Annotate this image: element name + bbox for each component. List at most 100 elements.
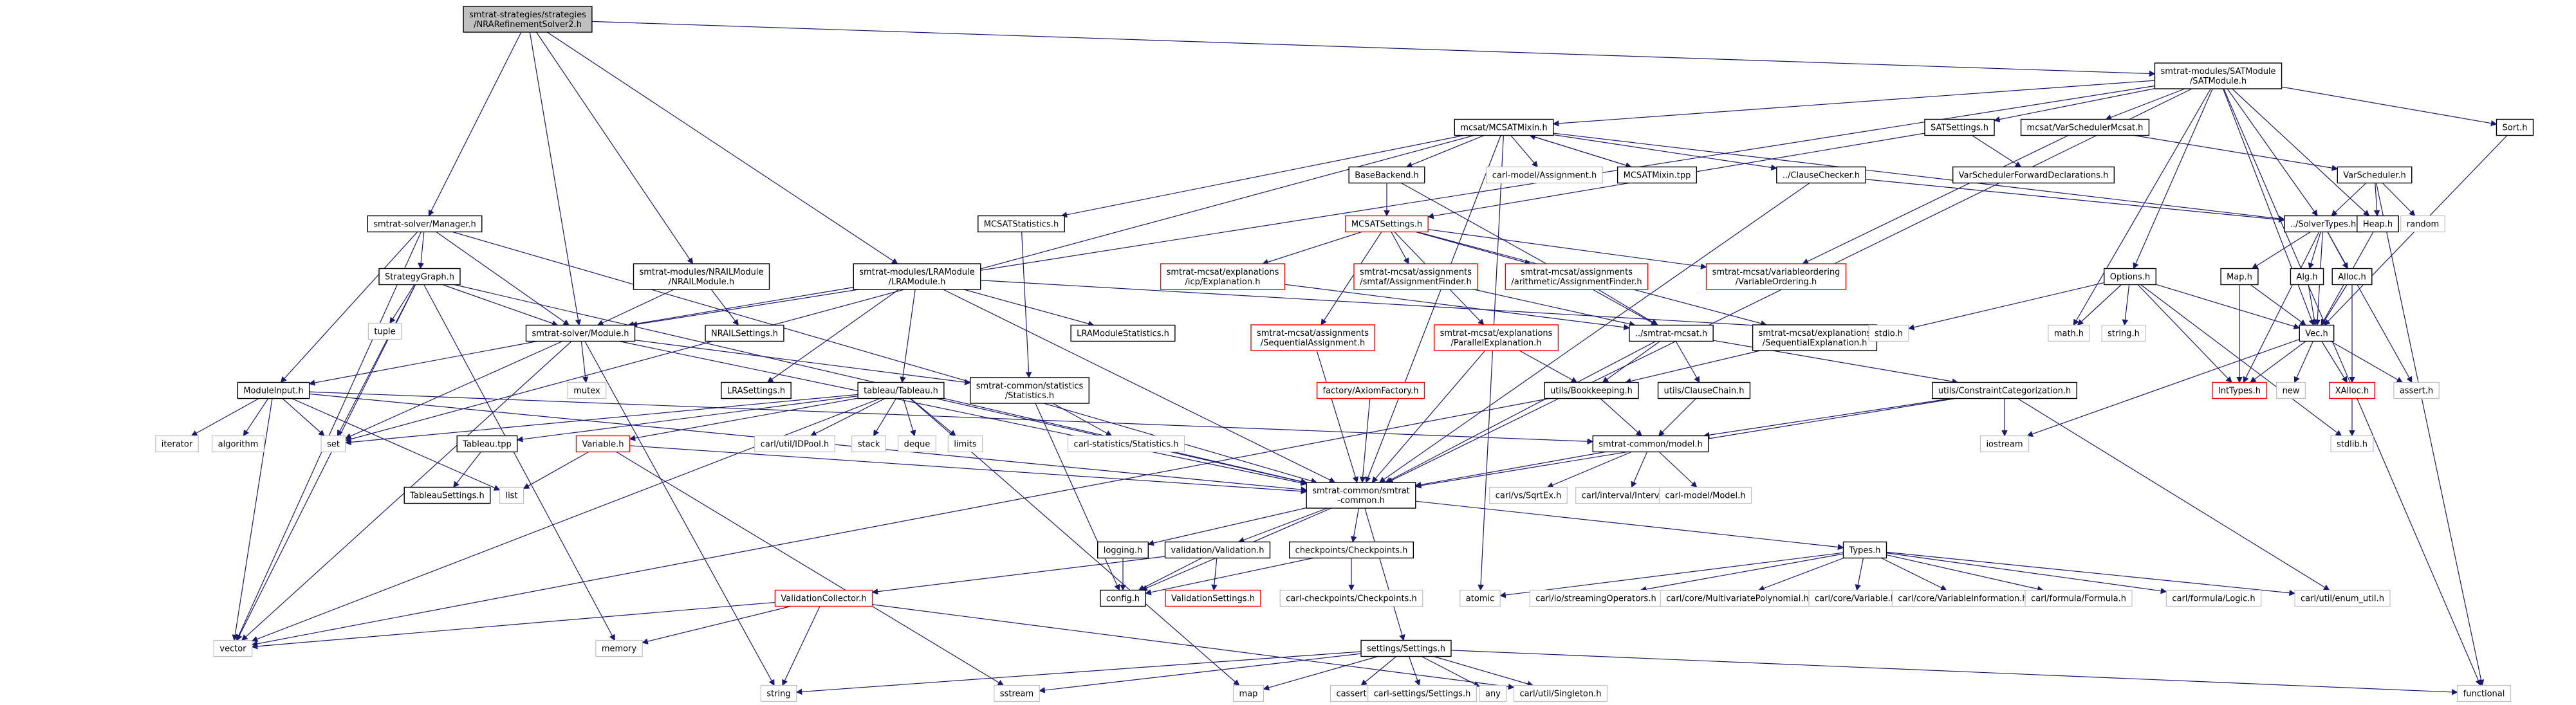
node-memory[interactable]: memory [595, 639, 643, 657]
node-IntTypes[interactable]: IntTypes.h [2212, 381, 2267, 399]
node-ClauseChecker[interactable]: ../ClauseChecker.h [1776, 166, 1866, 184]
node-MapH[interactable]: Map.h [2220, 268, 2259, 286]
node-iostream[interactable]: iostream [1979, 435, 2030, 453]
node-MCSATSettings[interactable]: MCSATSettings.h [1345, 215, 1429, 233]
node-algorithm[interactable]: algorithm [212, 435, 264, 453]
node-functional[interactable]: functional [2457, 684, 2511, 702]
node-modelH[interactable]: smtrat-common/model.h [1592, 435, 1709, 453]
node-carlStatistics[interactable]: carl-statistics/Statistics.h [1067, 435, 1185, 453]
node-LRAModuleStatistics[interactable]: LRAModuleStatistics.h [1070, 324, 1176, 342]
node-LRASettings[interactable]: LRASettings.h [721, 381, 792, 399]
node-SATModule[interactable]: smtrat-modules/SATModule/SATModule.h [2154, 62, 2283, 89]
node-SATSettings[interactable]: SATSettings.h [1924, 118, 1995, 136]
node-math[interactable]: math.h [2048, 324, 2090, 342]
node-map[interactable]: map [1232, 684, 1265, 702]
node-root[interactable]: smtrat-strategies/strategies/NRARefineme… [463, 6, 593, 33]
node-carlModelAssignment[interactable]: carl-model/Assignment.h [1486, 166, 1603, 184]
node-ClauseChain[interactable]: utils/ClauseChain.h [1657, 381, 1751, 399]
node-StrategyGraph[interactable]: StrategyGraph.h [378, 268, 461, 286]
node-list[interactable]: list [499, 486, 524, 504]
node-MultiPoly[interactable]: carl/core/MultivariatePolynomial.h [1660, 589, 1815, 607]
node-ModuleInput[interactable]: ModuleInput.h [237, 381, 310, 399]
node-Bookkeeping[interactable]: utils/Bookkeeping.h [1544, 381, 1639, 399]
node-enumUtil[interactable]: carl/util/enum_util.h [2294, 589, 2391, 607]
node-carlSettings[interactable]: carl-settings/Settings.h [1367, 684, 1477, 702]
node-random[interactable]: random [2400, 215, 2445, 233]
node-ValidationCollector[interactable]: ValidationCollector.h [774, 589, 873, 607]
node-Statistics[interactable]: smtrat-common/statistics/Statistics.h [970, 377, 1089, 404]
node-LogicH[interactable]: carl/formula/Logic.h [2165, 589, 2262, 607]
node-limits[interactable]: limits [947, 435, 983, 453]
node-NRAILSettings[interactable]: NRAILSettings.h [705, 324, 784, 342]
node-NRAILModule[interactable]: smtrat-modules/NRAILModule/NRAILModule.h [633, 263, 770, 290]
node-XAlloc[interactable]: XAlloc.h [2329, 381, 2375, 399]
node-AxiomFactory[interactable]: factory/AxiomFactory.h [1316, 381, 1425, 399]
node-string[interactable]: string [760, 684, 797, 702]
node-tuple[interactable]: tuple [367, 322, 402, 340]
node-logging[interactable]: logging.h [1097, 541, 1149, 559]
node-LRAModule[interactable]: smtrat-modules/LRAModule/LRAModule.h [853, 263, 981, 290]
node-smtratMcsat[interactable]: ../smtrat-mcsat.h [1629, 324, 1714, 342]
node-TableauSettings[interactable]: TableauSettings.h [403, 486, 491, 504]
node-stack[interactable]: stack [851, 435, 886, 453]
node-carlCheckpoints[interactable]: carl-checkpoints/Checkpoints.h [1279, 589, 1423, 607]
node-stdio[interactable]: stdio.h [1868, 324, 1909, 342]
node-Manager[interactable]: smtrat-solver/Manager.h [367, 215, 483, 233]
node-SolverTypes[interactable]: ../SolverTypes.h [2284, 215, 2362, 233]
node-Validation[interactable]: validation/Validation.h [1164, 541, 1271, 559]
node-TypesH[interactable]: Types.h [1842, 541, 1887, 559]
node-ValidationSettings[interactable]: ValidationSettings.h [1165, 589, 1261, 607]
node-AlgH[interactable]: Alg.h [2290, 268, 2324, 286]
node-AllocH[interactable]: Alloc.h [2331, 268, 2373, 286]
node-streamingOps[interactable]: carl/io/streamingOperators.h [1529, 589, 1663, 607]
node-VecH[interactable]: Vec.h [2299, 324, 2335, 342]
node-assert[interactable]: assert.h [2393, 381, 2440, 399]
node-Tableautpp[interactable]: Tableau.tpp [456, 435, 518, 453]
node-stdlib[interactable]: stdlib.h [2330, 435, 2374, 453]
node-MCSATMixin[interactable]: mcsat/MCSATMixin.h [1454, 118, 1554, 136]
node-Checkpoints[interactable]: checkpoints/Checkpoints.h [1288, 541, 1414, 559]
node-carlModel[interactable]: carl-model/Model.h [1658, 486, 1752, 504]
node-SettingsH[interactable]: settings/Settings.h [1360, 639, 1452, 657]
node-BaseBackend[interactable]: BaseBackend.h [1348, 166, 1425, 184]
node-new[interactable]: new [2275, 381, 2306, 399]
node-Heap[interactable]: Heap.h [2357, 215, 2399, 233]
node-mutex[interactable]: mutex [567, 381, 607, 399]
node-any[interactable]: any [1479, 684, 1507, 702]
node-sstream[interactable]: sstream [994, 684, 1040, 702]
node-Sort[interactable]: Sort.h [2496, 118, 2534, 136]
node-arithAssignmentFinder[interactable]: smtrat-mcsat/assignments/arithmetic/Assi… [1505, 263, 1649, 290]
node-set[interactable]: set [320, 435, 346, 453]
node-VarInfo[interactable]: carl/core/VariableInformation.h [1891, 589, 2034, 607]
node-IDPool[interactable]: carl/util/IDPool.h [754, 435, 835, 453]
node-SequentialAssignment[interactable]: smtrat-mcsat/assignments/SequentialAssig… [1250, 324, 1375, 351]
node-Singleton[interactable]: carl/util/Singleton.h [1513, 684, 1608, 702]
node-VarScheduler[interactable]: VarScheduler.h [2337, 166, 2413, 184]
node-vector[interactable]: vector [213, 639, 253, 657]
node-ParallelExplanation[interactable]: smtrat-mcsat/explanations/ParallelExplan… [1433, 324, 1559, 351]
node-VariableOrdering[interactable]: smtrat-mcsat/variableordering/VariableOr… [1705, 263, 1847, 290]
node-VarSchedFwd[interactable]: VarSchedulerForwardDeclarations.h [1952, 166, 2115, 184]
node-MCSATStatistics[interactable]: MCSATStatistics.h [978, 215, 1065, 233]
node-string_h[interactable]: string.h [2101, 324, 2146, 342]
node-SqrtEx[interactable]: carl/vs/SqrtEx.h [1489, 486, 1568, 504]
node-carlVariable[interactable]: carl/core/Variable.h [1808, 589, 1902, 607]
node-ModuleH[interactable]: smtrat-solver/Module.h [525, 324, 636, 342]
node-atomic[interactable]: atomic [1459, 589, 1501, 607]
node-smtratCommon[interactable]: smtrat-common/smtrat-common.h [1306, 482, 1416, 509]
node-iterator[interactable]: iterator [155, 435, 199, 453]
node-Options[interactable]: Options.h [2104, 268, 2156, 286]
node-cassert[interactable]: cassert [1330, 684, 1373, 702]
node-SequentialExplanation[interactable]: smtrat-mcsat/explanations/SequentialExpl… [1752, 324, 1878, 351]
node-ConstraintCategorization[interactable]: utils/ConstraintCategorization.h [1932, 381, 2077, 399]
node-MCSATMixintpp[interactable]: MCSATMixin.tpp [1617, 166, 1698, 184]
node-FormulaH[interactable]: carl/formula/Formula.h [2025, 589, 2133, 607]
node-config[interactable]: config.h [1100, 589, 1146, 607]
edge-modelH-to-carlModel [1658, 452, 1698, 488]
node-deque[interactable]: deque [898, 435, 936, 453]
node-smtafAssignmentFinder[interactable]: smtrat-mcsat/assignments/smtaf/Assignmen… [1353, 263, 1478, 290]
node-Tableau[interactable]: tableau/Tableau.h [857, 381, 945, 399]
node-VarSchedulerMcsat[interactable]: mcsat/VarSchedulerMcsat.h [2020, 118, 2150, 136]
node-icpExplanation[interactable]: smtrat-mcsat/explanations/icp/Explanatio… [1160, 263, 1286, 290]
node-VariableH[interactable]: Variable.h [575, 435, 631, 453]
